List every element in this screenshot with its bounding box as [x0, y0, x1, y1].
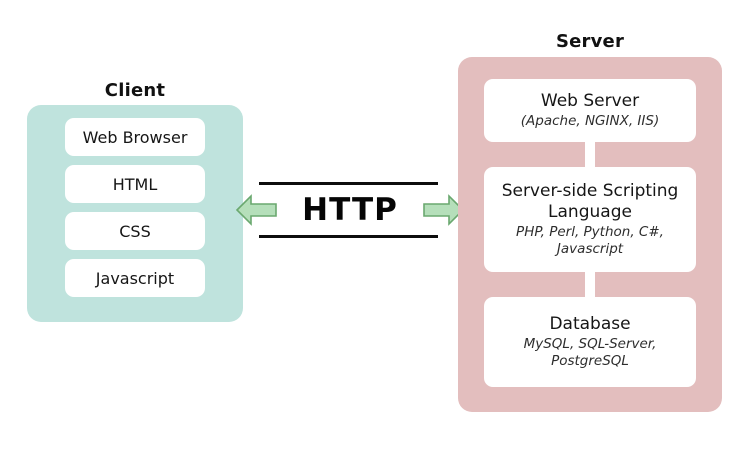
server-item-scripting-language: Server-side Scripting Language PHP, Perl…	[484, 167, 696, 272]
server-item-web-server: Web Server (Apache, NGINX, IIS)	[484, 79, 696, 142]
server-connector	[585, 271, 595, 298]
server-item-sublabel: PHP, Perl, Python, C#, Javascript	[516, 224, 664, 257]
server-panel: Web Server (Apache, NGINX, IIS) Server-s…	[458, 57, 722, 412]
arrow-right-icon	[423, 194, 464, 226]
server-item-database: Database MySQL, SQL-Server, PostgreSQL	[484, 297, 696, 387]
client-item-web-browser: Web Browser	[65, 118, 205, 156]
client-item-label: CSS	[119, 221, 151, 241]
client-panel-title: Client	[104, 80, 166, 101]
server-panel-title: Server	[555, 31, 625, 52]
client-item-label: HTML	[112, 174, 158, 194]
server-item-sublabel: (Apache, NGINX, IIS)	[520, 113, 660, 129]
client-item-label: Javascript	[95, 268, 175, 288]
arrow-left-icon	[236, 194, 277, 226]
server-connector	[585, 141, 595, 168]
http-protocol-label: HTTP	[302, 192, 398, 228]
client-item-javascript: Javascript	[65, 259, 205, 297]
client-panel: Web Browser HTML CSS Javascript	[27, 105, 243, 322]
http-rule-bottom	[259, 235, 438, 238]
server-item-label: Server-side Scripting Language	[501, 181, 679, 222]
client-item-css: CSS	[65, 212, 205, 250]
http-connection-group: HTTP	[236, 176, 464, 244]
client-item-label: Web Browser	[82, 127, 188, 147]
server-item-sublabel: MySQL, SQL-Server, PostgreSQL	[523, 336, 657, 369]
http-rule-top	[259, 182, 438, 185]
server-item-label: Web Server	[540, 91, 640, 111]
client-item-html: HTML	[65, 165, 205, 203]
server-item-label: Database	[549, 314, 631, 334]
